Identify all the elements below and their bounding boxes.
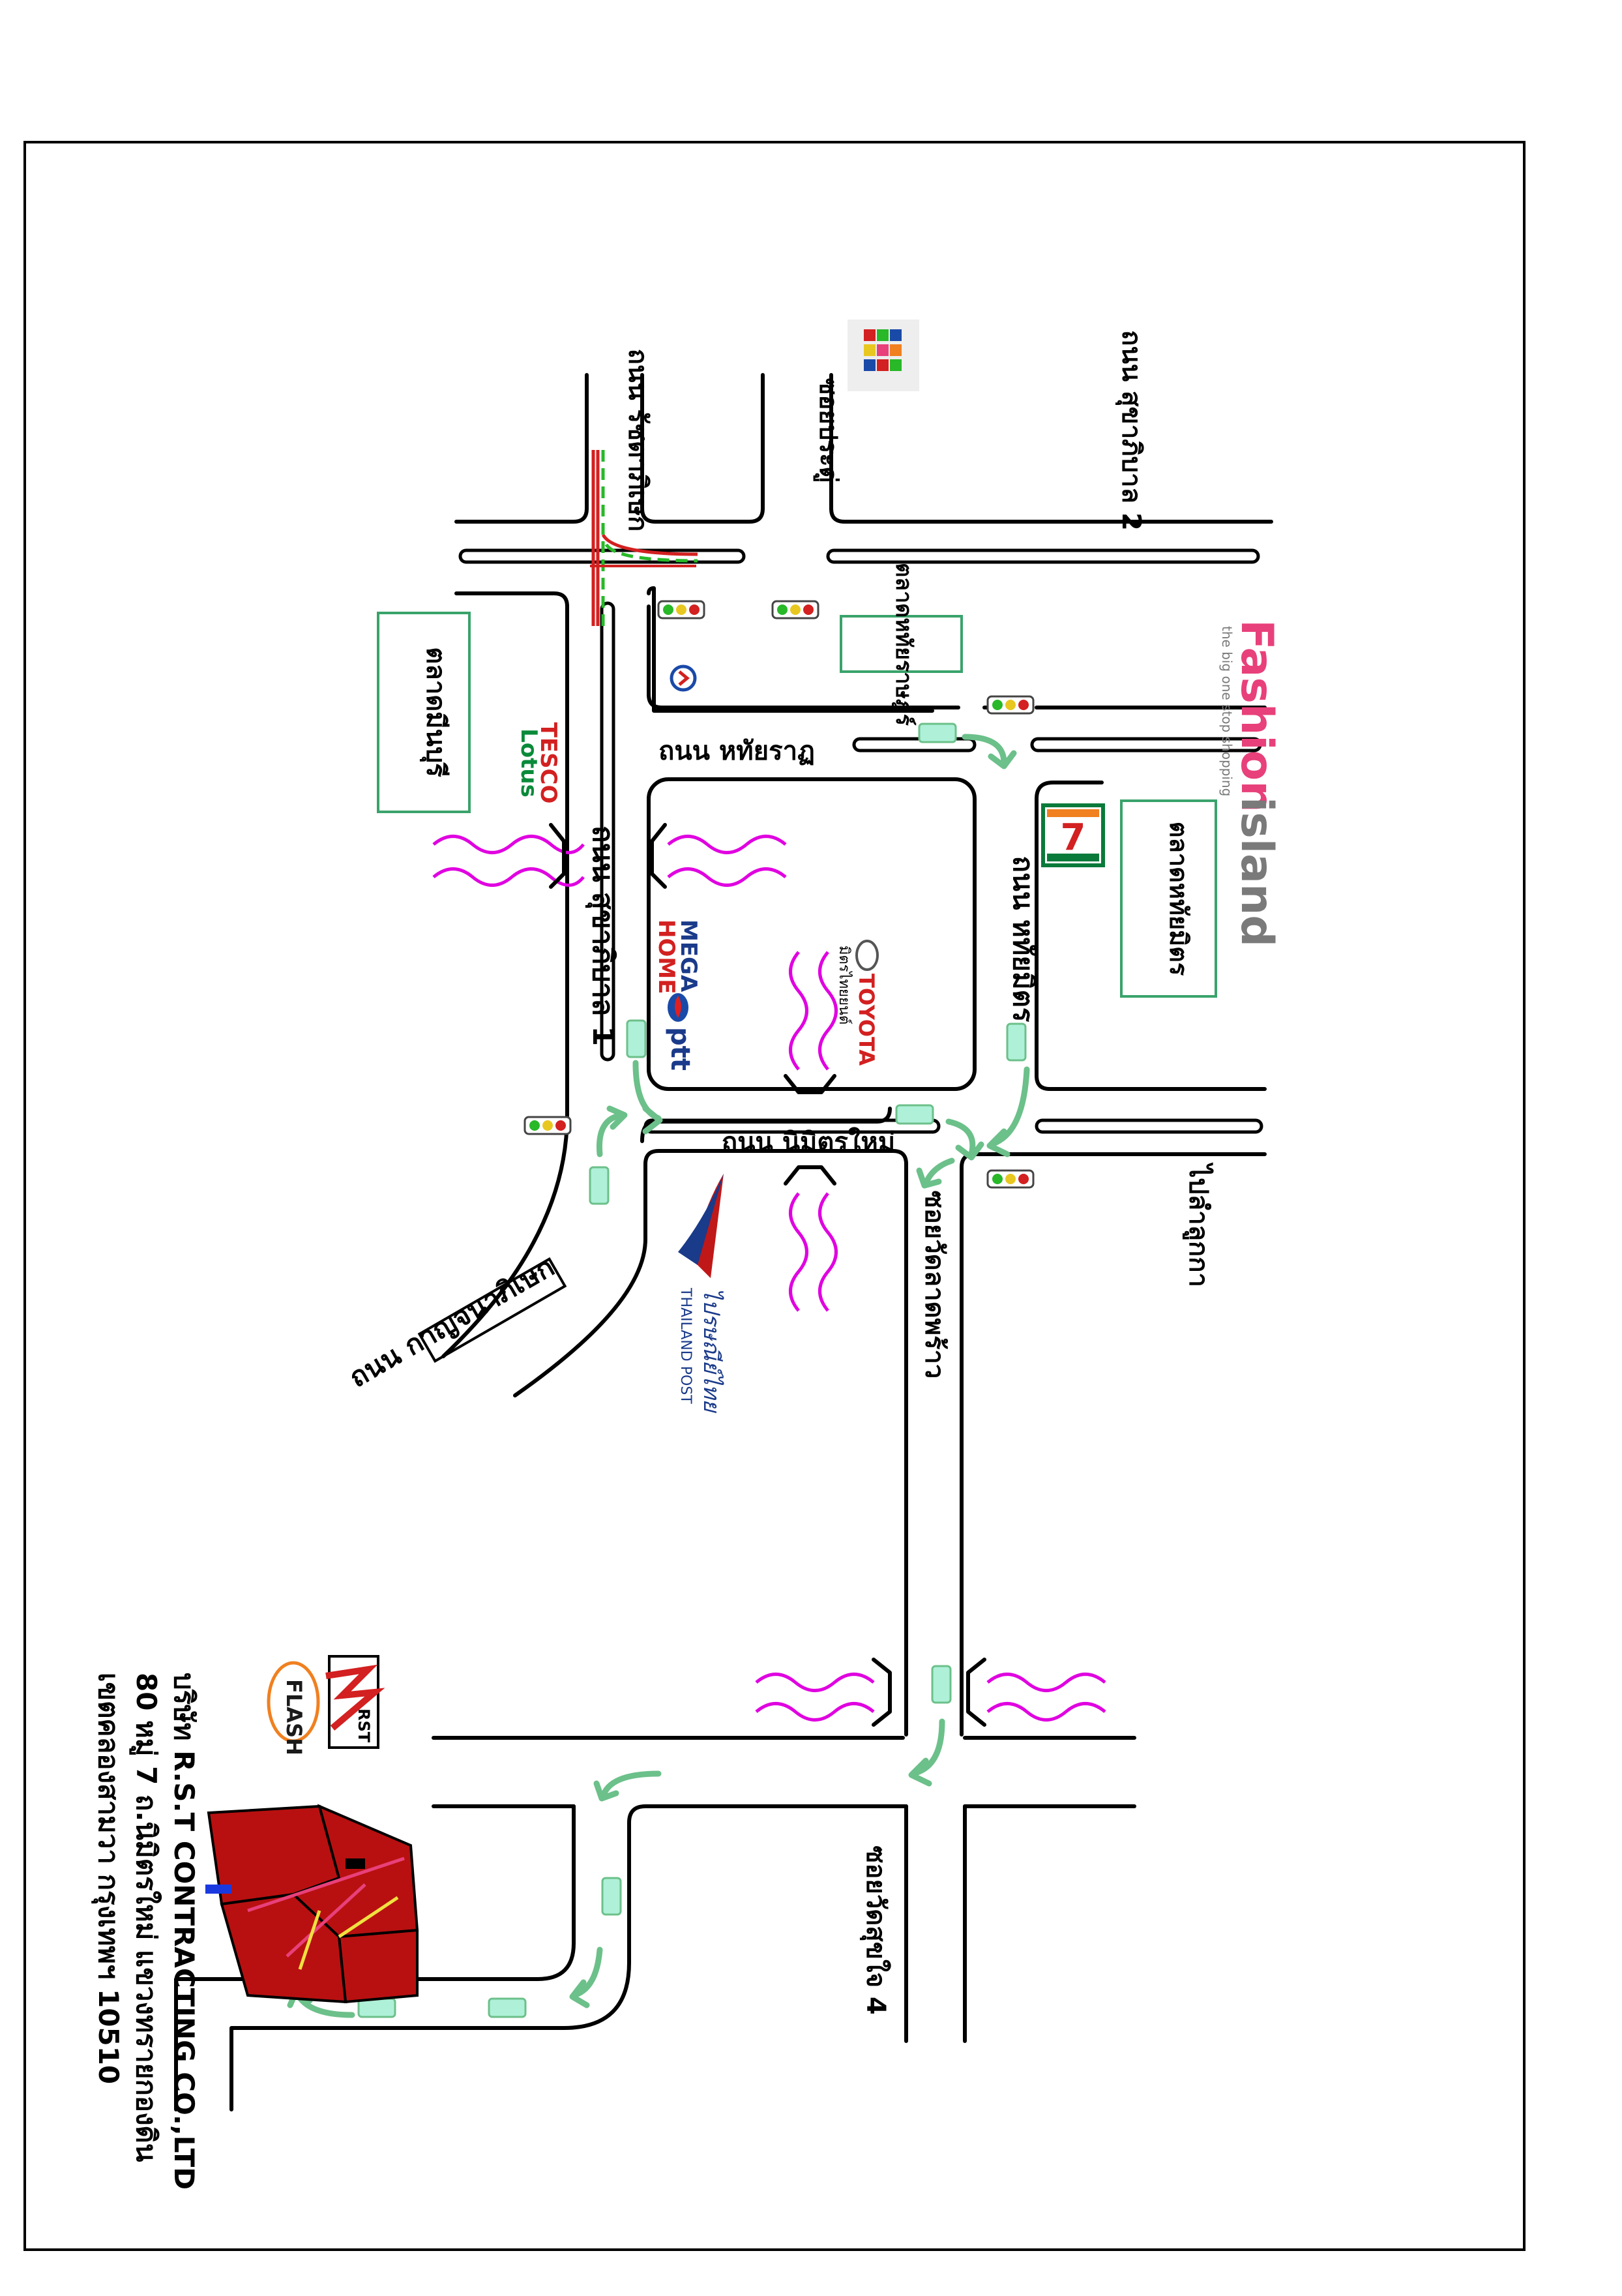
mega-home-logo: MEGA HOME (653, 919, 701, 994)
svg-text:RST: RST (355, 1708, 373, 1743)
svg-text:มิตรไทยยนต์: มิตรไทยยนต์ (836, 946, 853, 1024)
ptt-logo: ptt (665, 993, 695, 1071)
svg-text:HOME: HOME (653, 919, 679, 994)
road-label-sukhapiban2: ถนน สุขาภิบาล 2 (1115, 330, 1146, 531)
svg-text:7: 7 (1061, 816, 1086, 859)
svg-text:Lotus: Lotus (516, 728, 542, 798)
svg-text:Fashion: Fashion (1231, 619, 1282, 813)
road-label-nimit-mai: ถนน นิมิตรใหม่ (722, 1127, 895, 1157)
market-hathai-label: ตลาดหทัยราษฎร์ (891, 563, 917, 726)
market-left-label: ตลาดมีนบุรี (419, 647, 450, 777)
svg-text:เขตคลองสามวา กรุงเทพฯ 10510: เขตคลองสามวา กรุงเทพฯ 10510 (91, 1673, 125, 2084)
road-label-hathairat: ถนน หทัยราฏ (658, 736, 815, 766)
market-right-box (1120, 799, 1217, 998)
market-left-box (377, 612, 471, 813)
svg-text:TOYOTA: TOYOTA (854, 974, 879, 1066)
market-hathai-box (840, 615, 963, 673)
company-building (205, 1804, 419, 2004)
rst-logo: RST (325, 1655, 385, 1749)
svg-text:TESCO: TESCO (535, 723, 561, 804)
fashion-island-logo: Fashion island the big one stop shopping (1219, 619, 1282, 947)
svg-text:THAILAND POST: THAILAND POST (677, 1287, 694, 1404)
road-label-hathaimit: ถนน หทัยมิตร (1007, 856, 1039, 1022)
svg-text:the big one stop shopping: the big one stop shopping (1219, 626, 1235, 796)
road-label-soi-watlatphrao: ซอยวัดลาดพร้าว (919, 1191, 949, 1379)
svg-text:FLASH: FLASH (282, 1679, 306, 1755)
market-right-label: ตลาดหทัยมิตร (1164, 822, 1193, 976)
svg-text:ptt: ptt (665, 1027, 695, 1071)
toyota-logo: TOYOTA มิตรไทยยนต์ (836, 940, 879, 1066)
tesco-lotus-logo: TESCO Lotus (516, 723, 561, 804)
road-label-frame (417, 1257, 567, 1364)
highlight-route (590, 450, 698, 626)
store-icon (670, 664, 697, 692)
kids-store-logo (848, 320, 919, 391)
company-address: บริษัท R.S.T CONTRACTING CO.,LTD 80 หมู่… (91, 1673, 200, 2190)
seven-eleven-logo: 7 (1041, 803, 1105, 867)
svg-text:island: island (1231, 797, 1282, 947)
svg-text:80 หมู่ 7 ถ.นิมิตรใหม่ แขวงทรา: 80 หมู่ 7 ถ.นิมิตรใหม่ แขวงทรายกองดิน (129, 1673, 162, 2162)
road-label-soi-pradoo: ซอยประดู่ (813, 378, 843, 483)
route-arrows (287, 734, 1030, 2018)
svg-text:MEGA: MEGA (675, 919, 701, 992)
road-label-pu-khiew: ไปลำลูกกา (1183, 1162, 1214, 1287)
road-label-ratchada-top: ถนน รัชดาภิเษก (623, 349, 653, 532)
flash-logo: FLASH (267, 1661, 320, 1755)
svg-text:ไปรษณีย์ไทย: ไปรษณีย์ไทย (698, 1288, 724, 1413)
thailand-post-logo: ไปรษณีย์ไทย THAILAND POST (677, 1174, 724, 1413)
svg-text:บริษัท R.S.T CONTRACTING CO.,L: บริษัท R.S.T CONTRACTING CO.,LTD (168, 1673, 200, 2190)
road-label-sukhapiban1: ถนน สุขาภิบาล 1 (585, 826, 619, 1046)
canal-waves (432, 823, 1106, 1727)
traffic-lights (523, 600, 1035, 1189)
cars (357, 723, 1027, 2018)
road-label-soi-suanchai4: ซอยวัดสุขใจ 4 (859, 1845, 891, 2015)
